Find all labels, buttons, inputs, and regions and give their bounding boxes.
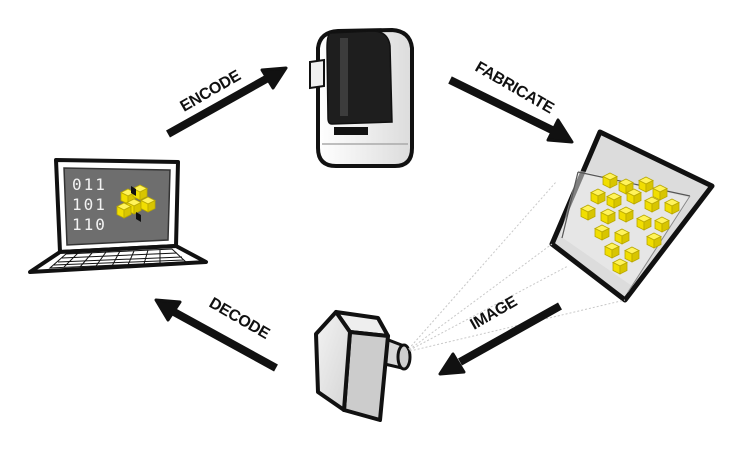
fabricate-arrow [448,76,574,144]
camera-icon [314,310,412,422]
binary-row-2: 101 [72,195,107,214]
binary-row-1: 011 [72,175,107,194]
encode-arrow [166,66,288,138]
cube-icon [549,129,715,303]
laptop-screen-binary: 011 101 110 [72,175,107,234]
image-label: IMAGE [468,293,521,334]
camera-view-lines [405,181,626,353]
binary-row-3: 110 [72,215,107,234]
screen-voxel-icon [116,184,156,222]
decode-arrow [154,298,278,372]
image-arrow [438,302,562,376]
3d-printer-icon [309,27,414,168]
laptop-icon: 011 101 110 [28,158,208,274]
laptop-keyboard [48,248,188,269]
